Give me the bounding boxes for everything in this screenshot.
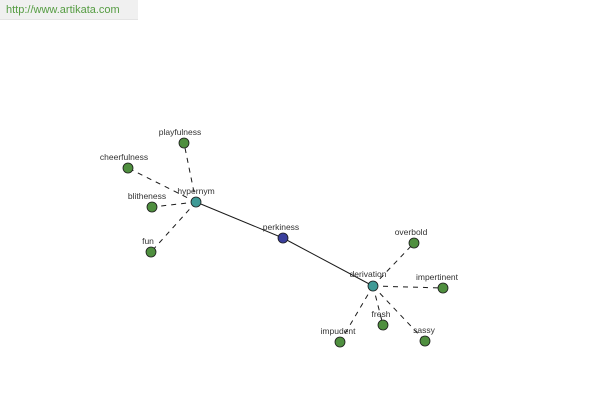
node-dot-playfulness[interactable]	[178, 137, 190, 149]
node-label-center: perkiness	[263, 222, 299, 232]
node-label-playfulness: playfulness	[159, 127, 202, 137]
node-label-fun: fun	[142, 236, 154, 246]
node-label-impudent: impudent	[321, 326, 357, 336]
node-dot-sassy[interactable]	[419, 335, 431, 347]
edge-derivation-impudent	[339, 285, 374, 343]
graph-edges	[127, 142, 444, 343]
url-bar: http://www.artikata.com	[0, 0, 138, 20]
edge-derivation-fresh	[372, 285, 384, 326]
edge-hypernym-blitheness	[151, 201, 197, 208]
node-label-cheerfulness: cheerfulness	[100, 152, 148, 162]
node-hypernym[interactable]: hypernym	[177, 186, 215, 208]
graph-nodes: perkiness hypernym derivation playfulness ch…	[100, 127, 459, 348]
edge-derivation-sassy	[372, 285, 426, 342]
node-dot-fresh[interactable]	[377, 319, 389, 331]
edge-derivation-overbold	[372, 242, 415, 287]
site-url-link[interactable]: http://www.artikata.com	[6, 4, 120, 16]
node-dot-center[interactable]	[277, 232, 289, 244]
edge-center-hypernym	[195, 201, 284, 239]
node-fresh[interactable]: fresh	[372, 309, 391, 331]
node-derivation[interactable]: derivation	[350, 269, 387, 292]
edge-hypernym-fun	[150, 201, 197, 253]
node-dot-impudent[interactable]	[334, 336, 346, 348]
node-dot-blitheness[interactable]	[146, 201, 158, 213]
node-overbold[interactable]: overbold	[395, 227, 428, 249]
node-dot-cheerfulness[interactable]	[122, 162, 134, 174]
node-dot-fun[interactable]	[145, 246, 157, 258]
node-sassy[interactable]: sassy	[413, 325, 436, 347]
edge-hypernym-cheerfulness	[127, 167, 197, 203]
node-dot-impertinent[interactable]	[437, 282, 449, 294]
edge-center-derivation	[282, 237, 374, 287]
node-dot-hypernym[interactable]	[190, 196, 202, 208]
node-center[interactable]: perkiness	[263, 222, 299, 244]
node-dot-derivation[interactable]	[367, 280, 379, 292]
node-label-overbold: overbold	[395, 227, 428, 237]
node-label-derivation: derivation	[350, 269, 387, 279]
node-label-blitheness: blitheness	[128, 191, 166, 201]
node-label-sassy: sassy	[413, 325, 435, 335]
node-impertinent[interactable]: impertinent	[416, 272, 459, 294]
node-dot-overbold[interactable]	[408, 237, 420, 249]
node-playfulness[interactable]: playfulness	[159, 127, 202, 149]
edge-derivation-impertinent	[372, 285, 444, 289]
node-label-impertinent: impertinent	[416, 272, 459, 282]
node-fun[interactable]: fun	[142, 236, 157, 258]
node-impudent[interactable]: impudent	[321, 326, 357, 348]
node-cheerfulness[interactable]: cheerfulness	[100, 152, 148, 174]
node-label-fresh: fresh	[372, 309, 391, 319]
edge-hypernym-playfulness	[183, 142, 197, 203]
node-blitheness[interactable]: blitheness	[128, 191, 166, 213]
node-label-hypernym: hypernym	[177, 186, 214, 196]
